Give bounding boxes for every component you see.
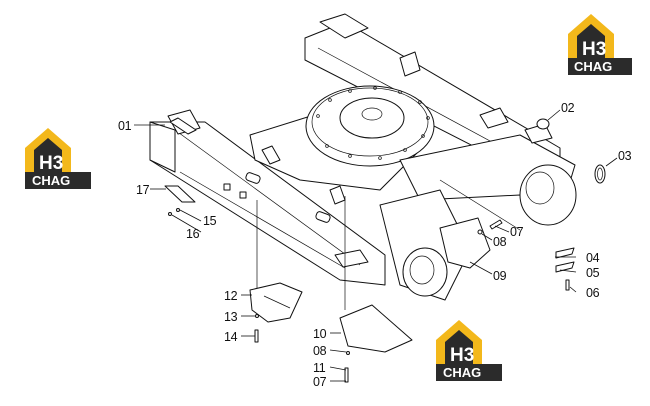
callout-14: 14: [224, 330, 238, 344]
logo-mark: H3: [39, 153, 63, 174]
callout-02: 02: [561, 101, 575, 115]
logo-word: CHAG: [32, 173, 70, 188]
brand-logo-bottom: H3 CHAG: [436, 320, 502, 381]
loose-parts: [164, 118, 606, 383]
callout-03: 03: [618, 149, 632, 163]
logo-word: CHAG: [443, 365, 481, 380]
callout-17: 17: [136, 183, 150, 197]
logo-mark: H3: [450, 345, 474, 366]
callout-07-right: 07: [510, 225, 524, 239]
callout-16: 16: [186, 227, 200, 241]
callout-04: 04: [586, 251, 600, 265]
callout-numbers: 01 02 03 04 05 06 07 08 09 17 15 16 12 1…: [118, 101, 632, 389]
callout-07-bottom: 07: [313, 375, 327, 389]
callout-09: 09: [493, 269, 507, 283]
callout-11: 11: [313, 361, 326, 375]
callout-01: 01: [118, 119, 132, 133]
leader-lines: [134, 109, 618, 382]
callout-13: 13: [224, 310, 238, 324]
callout-12: 12: [224, 289, 238, 303]
callout-10: 10: [313, 327, 327, 341]
callout-15: 15: [203, 214, 217, 228]
brand-logo-top-right: H3 CHAG: [568, 14, 632, 75]
callout-06: 06: [586, 286, 600, 300]
logo-word: CHAG: [574, 59, 612, 74]
callout-08-bottom: 08: [313, 344, 327, 358]
logo-mark: H3: [582, 39, 606, 60]
callout-05: 05: [586, 266, 600, 280]
callout-08-right: 08: [493, 235, 507, 249]
brand-logo-left: H3 CHAG: [25, 128, 91, 189]
undercarriage-frame: [149, 13, 577, 301]
